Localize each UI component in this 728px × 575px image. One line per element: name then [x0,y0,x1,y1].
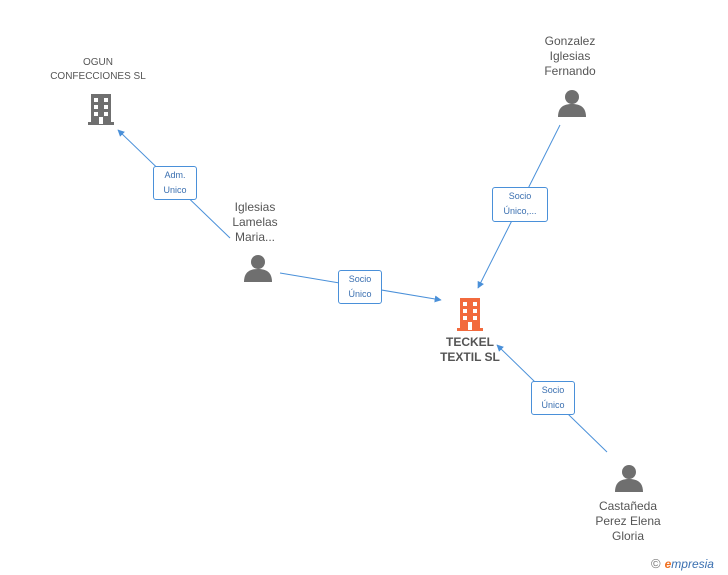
edge-label-gonzalez-line1: Socio [508,191,532,201]
edge-label-socio-unico-castaneda[interactable]: Socio Único [531,381,575,415]
node-ogun-line2: CONFECCIONES SL [50,71,146,82]
edge-label-castaneda-line1: Socio [541,385,565,395]
person-icon[interactable] [557,89,587,117]
node-gonzalez-line1: Gonzalez [544,34,596,48]
edge-label-socio-unico-gonzalez[interactable]: Socio Único,... [492,187,548,222]
node-teckel-line1: TECKEL [446,335,494,349]
node-castaneda-line1: Castañeda [598,499,658,513]
node-ogun-line1: OGUN [83,57,113,68]
brand-name: mpresia [671,557,714,571]
building-icon[interactable] [86,92,116,126]
edge-label-castaneda-line2: Único [541,400,565,410]
node-castaneda-line3: Gloria [611,529,644,543]
person-icon[interactable] [243,254,273,282]
edge-label-iglesias-line1: Socio [348,274,372,284]
node-castaneda-line2: Perez Elena [595,514,661,528]
edge-label-adm-line2: Unico [163,185,187,195]
node-iglesias-line2: Lamelas [232,215,278,229]
node-teckel-line2: TEXTIL SL [440,350,500,364]
node-iglesias-line3: Maria... [234,230,275,244]
edge-label-adm-unico[interactable]: Adm. Unico [153,166,197,200]
brand-e: e [664,557,672,571]
edge-label-iglesias-line2: Único [348,289,372,299]
empresia-credit[interactable]: ©empresia [651,556,714,571]
edge-label-socio-unico-iglesias[interactable]: Socio Único [338,270,382,304]
node-gonzalez-label: Gonzalez Iglesias Fernando [530,34,610,79]
node-gonzalez-line3: Fernando [544,64,596,78]
person-icon[interactable] [614,464,644,492]
edge-label-adm-line1: Adm. [164,170,186,180]
node-iglesias-lamelas-label: Iglesias Lamelas Maria... [215,200,295,245]
building-icon-highlighted[interactable] [455,296,485,332]
node-iglesias-line1: Iglesias [234,200,276,214]
edge-label-gonzalez-line2: Único,... [503,206,537,216]
node-castaneda-label: Castañeda Perez Elena Gloria [583,499,673,544]
node-teckel-label: TECKEL TEXTIL SL [428,335,512,365]
node-ogun-label: OGUN CONFECCIONES SL [38,56,158,84]
copyright-symbol: © [651,556,661,571]
node-gonzalez-line2: Iglesias [549,49,591,63]
